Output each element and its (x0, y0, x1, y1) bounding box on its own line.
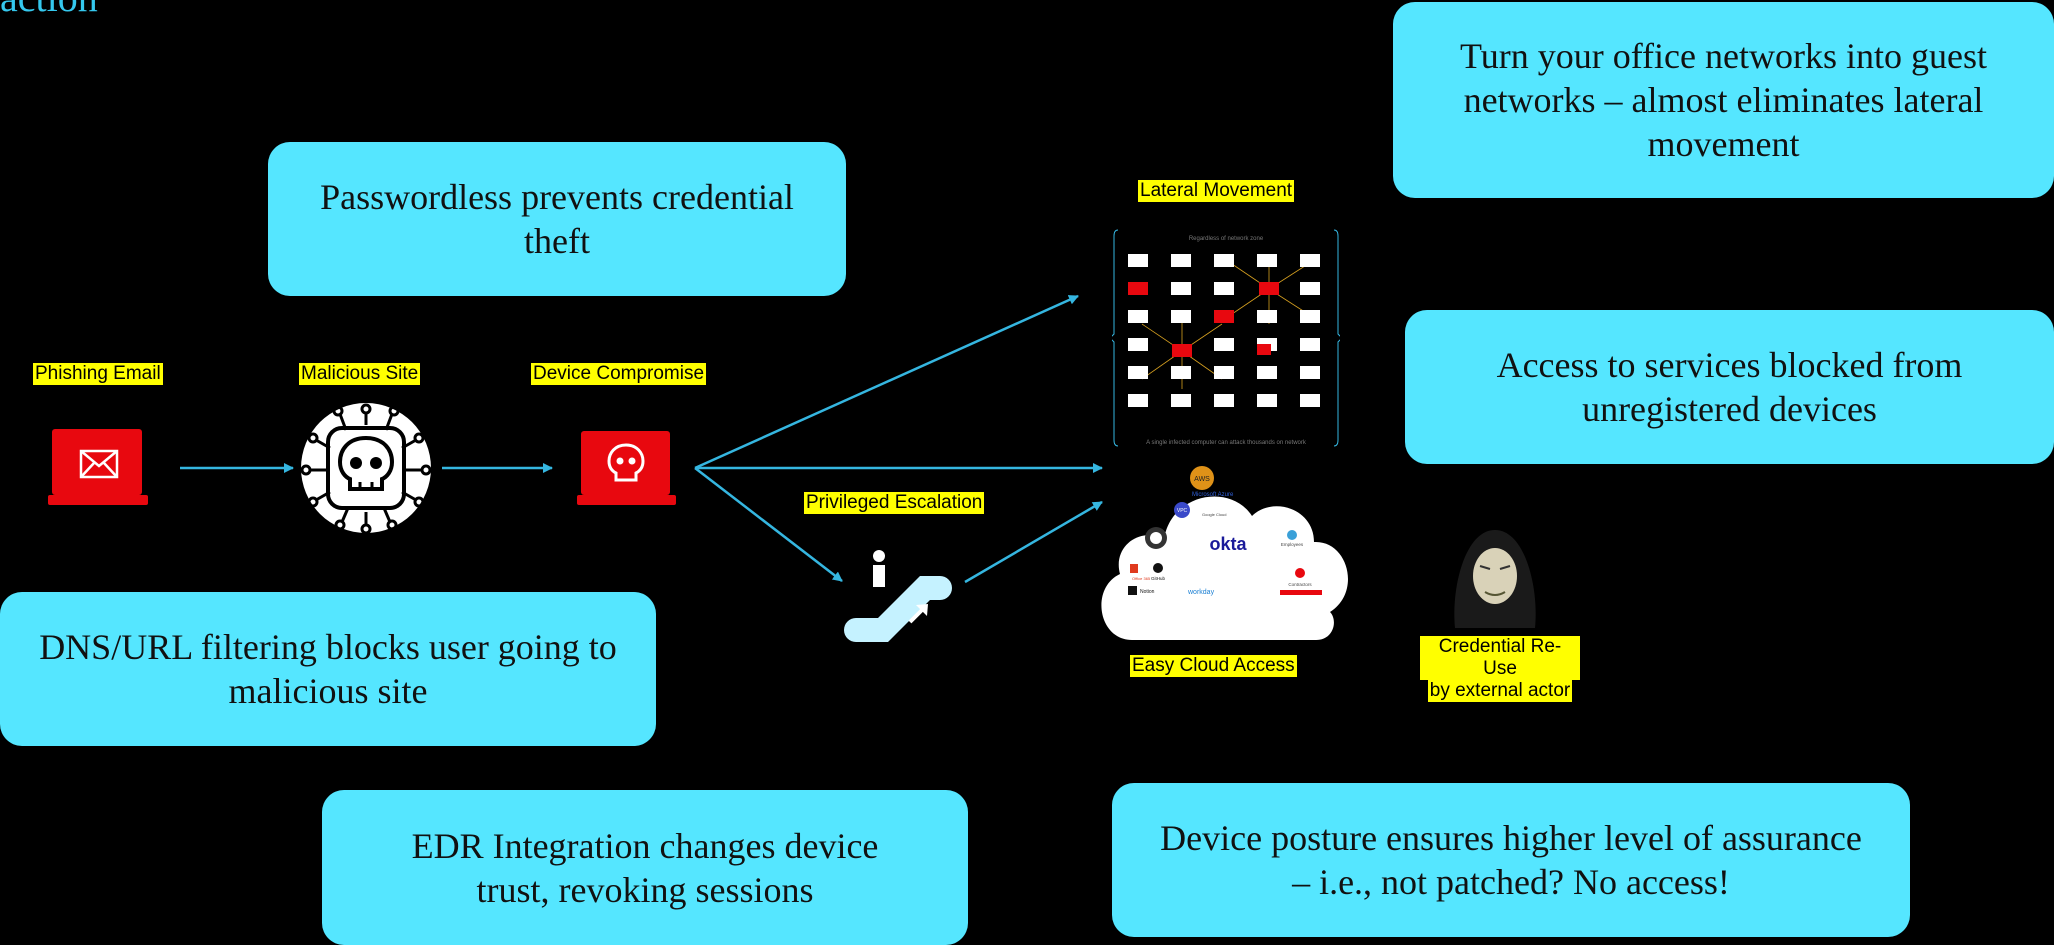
phishing-email-label: Phishing Email (33, 363, 163, 385)
edr-callout: EDR Integration changes device trust, re… (322, 790, 968, 945)
okta-logo: okta (1209, 534, 1247, 554)
aws-logo: AWS (1194, 476, 1210, 483)
employees-logo: Employees (1281, 542, 1304, 547)
cloud-apps-illustration: AWS Microsoft Azure VPC Google Cloud okt… (1101, 466, 1348, 640)
passwordless-callout: Passwordless prevents credential theft (268, 142, 846, 296)
github-logo: GitHub (1151, 576, 1166, 581)
skull-circuit-icon (300, 403, 432, 535)
easy-cloud-access-label: Easy Cloud Access (1130, 655, 1297, 677)
device-posture-callout: Device posture ensures higher level of a… (1112, 783, 1910, 937)
contractors-logo: Contractors (1288, 582, 1312, 587)
envelope-icon (48, 429, 148, 505)
escalator-icon (844, 550, 952, 642)
azure-logo: Microsoft Azure (1192, 492, 1234, 498)
arrow-device-to-lateral (694, 294, 1079, 470)
credential-reuse-label: Credential Re-Use by external actor (1420, 636, 1580, 702)
arrow-escalation-to-cloud (964, 500, 1103, 584)
privileged-escalation-label: Privileged Escalation (804, 492, 985, 514)
dns-filtering-callout: DNS/URL filtering blocks user going to m… (0, 592, 656, 746)
notion-logo: Notion (1140, 589, 1155, 595)
device-compromise-label: Device Compromise (531, 363, 707, 385)
office365-logo: Office 365 (1132, 576, 1151, 581)
guest-networks-callout: Turn your office networks into guest net… (1393, 2, 2054, 198)
malicious-site-label: Malicious Site (299, 363, 421, 385)
lateral-movement-network-panel: Regardless of network zone A single infe… (1112, 224, 1340, 452)
page-title: action (0, 0, 98, 18)
lateral-movement-label: Lateral Movement (1138, 180, 1295, 202)
hacker-icon (1454, 530, 1536, 628)
workday-logo: workday (1187, 589, 1215, 596)
credential-reuse-line1: Credential Re-Use (1420, 636, 1580, 680)
vpc-logo: VPC (1177, 508, 1188, 514)
credential-reuse-line2: by external actor (1427, 680, 1573, 702)
arrow-device-to-escalation (694, 467, 843, 582)
network-panel-header: Regardless of network zone (1189, 236, 1264, 242)
network-panel-footer: A single infected computer can attack th… (1146, 440, 1307, 446)
access-blocked-callout: Access to services blocked from unregist… (1405, 310, 2054, 464)
skull-laptop-icon (577, 431, 676, 505)
ai-chip-icon (1145, 527, 1167, 549)
google-cloud-logo: Google Cloud (1202, 512, 1226, 517)
